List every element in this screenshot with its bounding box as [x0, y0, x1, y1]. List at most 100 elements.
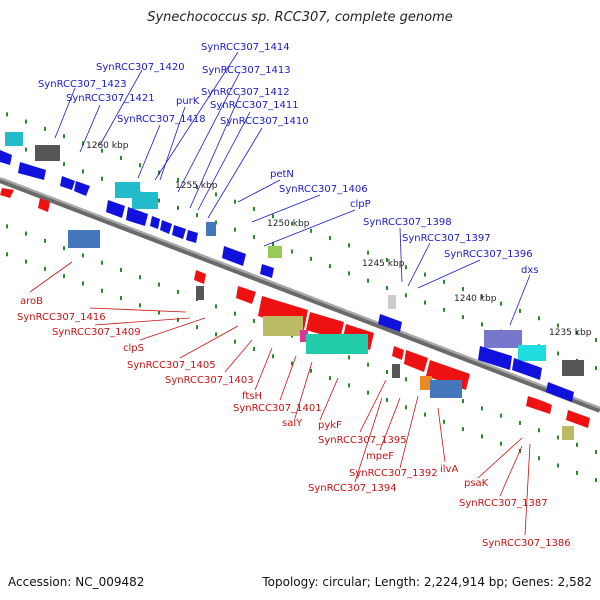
gene-label[interactable]: SynRCC307_1394	[308, 483, 397, 494]
track-dot	[63, 134, 65, 139]
gene-label[interactable]: SynRCC307_1396	[444, 249, 533, 260]
gene-label[interactable]: SynRCC307_1409	[52, 327, 141, 338]
gene-label[interactable]: SynRCC307_1406	[279, 184, 368, 195]
gene-arrow[interactable]	[526, 396, 540, 410]
gene-label[interactable]: SynRCC307_1412	[201, 87, 290, 98]
gene-label[interactable]: SynRCC307_1418	[117, 114, 206, 125]
track-dot	[6, 224, 8, 229]
gene-arrow[interactable]	[160, 220, 172, 234]
reverse-leaders	[29, 261, 531, 536]
gene-label[interactable]: SynRCC307_1401	[233, 403, 322, 414]
gene-label[interactable]: psaK	[464, 478, 489, 489]
gene-label[interactable]: aroB	[20, 296, 43, 307]
gene-block[interactable]	[430, 380, 462, 398]
track-dot	[595, 478, 597, 483]
gene-label[interactable]: SynRCC307_1421	[66, 93, 155, 104]
gene-label[interactable]: clpP	[350, 199, 371, 210]
gene-label[interactable]: ilvA	[440, 464, 458, 475]
gene-label[interactable]: SynRCC307_1386	[482, 538, 571, 549]
track-dot	[177, 205, 179, 210]
gene-arrow[interactable]	[194, 270, 206, 284]
gene-block[interactable]	[300, 330, 308, 342]
forward-label-group: SynRCC307_1414 SynRCC307_1420 SynRCC307_…	[38, 42, 538, 276]
gene-label[interactable]: SynRCC307_1387	[459, 498, 548, 509]
gene-block[interactable]	[420, 376, 432, 390]
gene-features	[0, 132, 590, 440]
gene-arrow[interactable]	[260, 264, 274, 278]
gene-arrow[interactable]	[378, 314, 402, 332]
gene-label[interactable]: mpeF	[366, 451, 394, 462]
gene-label[interactable]: purK	[176, 96, 200, 107]
gene-arrow[interactable]	[126, 207, 148, 226]
gene-arrow[interactable]	[538, 400, 552, 414]
track-dot	[595, 338, 597, 343]
gene-label[interactable]: petN	[270, 169, 294, 180]
gene-arrow[interactable]	[392, 346, 404, 360]
gene-arrow[interactable]	[0, 188, 14, 198]
gene-block[interactable]	[263, 316, 303, 336]
track-dot	[481, 406, 483, 411]
gene-block[interactable]	[206, 222, 216, 236]
gene-arrow[interactable]	[172, 225, 186, 239]
gene-label[interactable]: SynRCC307_1410	[220, 116, 309, 127]
gene-label[interactable]: SynRCC307_1405	[127, 360, 216, 371]
track-dot	[120, 156, 122, 160]
gene-label[interactable]: SynRCC307_1395	[318, 435, 407, 446]
gene-block[interactable]	[306, 334, 368, 354]
gene-label[interactable]: SynRCC307_1414	[201, 42, 290, 53]
gene-arrow[interactable]	[0, 150, 12, 165]
gene-label[interactable]: pykF	[318, 420, 342, 431]
gene-label[interactable]: clpS	[123, 343, 144, 354]
gene-block[interactable]	[518, 345, 546, 361]
gene-arrow[interactable]	[74, 181, 90, 196]
gene-label[interactable]: SynRCC307_1397	[402, 233, 491, 244]
gene-arrow[interactable]	[222, 246, 246, 266]
gene-block[interactable]	[562, 426, 574, 440]
gene-arrow[interactable]	[306, 312, 344, 340]
gene-arrow[interactable]	[478, 346, 512, 370]
gene-label[interactable]: ftsH	[242, 391, 262, 402]
gene-label[interactable]: SynRCC307_1416	[17, 312, 106, 323]
gene-arrow[interactable]	[60, 176, 75, 190]
map-title: Synechococcus sp. RCC307, complete genom…	[147, 10, 453, 25]
gene-block[interactable]	[35, 145, 60, 161]
gene-label[interactable]: SynRCC307_1392	[349, 468, 438, 479]
gene-arrow[interactable]	[38, 198, 50, 212]
gene-arrow[interactable]	[512, 358, 542, 380]
gene-arrow[interactable]	[18, 162, 46, 180]
gene-arrow[interactable]	[106, 200, 125, 218]
track-dot	[158, 170, 160, 175]
gene-label[interactable]: SynRCC307_1403	[165, 375, 254, 386]
gene-label[interactable]: SynRCC307_1411	[210, 100, 299, 111]
gene-arrow[interactable]	[546, 382, 574, 402]
gene-label[interactable]: SynRCC307_1420	[96, 62, 185, 73]
track-dot	[25, 119, 27, 124]
gene-arrow[interactable]	[566, 410, 590, 428]
track-dot	[462, 427, 464, 432]
gene-label[interactable]: salY	[282, 418, 303, 429]
track-dot	[215, 332, 217, 337]
gene-label[interactable]: SynRCC307_1398	[363, 217, 452, 228]
gene-arrow[interactable]	[404, 350, 428, 372]
track-dot	[329, 264, 331, 269]
gene-block[interactable]	[196, 286, 204, 300]
gene-block[interactable]	[484, 330, 522, 348]
gene-block[interactable]	[392, 364, 400, 378]
gene-arrow[interactable]	[186, 230, 198, 243]
track-dot	[101, 148, 103, 153]
gene-arrow[interactable]	[236, 286, 256, 304]
gene-label[interactable]: SynRCC307_1423	[38, 79, 127, 90]
track-dot	[215, 304, 217, 309]
gene-block[interactable]	[268, 246, 282, 258]
gene-block[interactable]	[5, 132, 23, 146]
track-dot	[177, 177, 179, 182]
gene-block[interactable]	[132, 192, 158, 209]
gene-label[interactable]: dxs	[521, 265, 538, 276]
gene-label[interactable]: SynRCC307_1413	[202, 65, 291, 76]
track-dot	[63, 162, 65, 167]
gene-block[interactable]	[562, 360, 584, 376]
track-dot	[82, 141, 84, 146]
gene-block[interactable]	[68, 230, 100, 248]
gene-arrow[interactable]	[150, 216, 160, 229]
gene-block[interactable]	[388, 295, 396, 309]
